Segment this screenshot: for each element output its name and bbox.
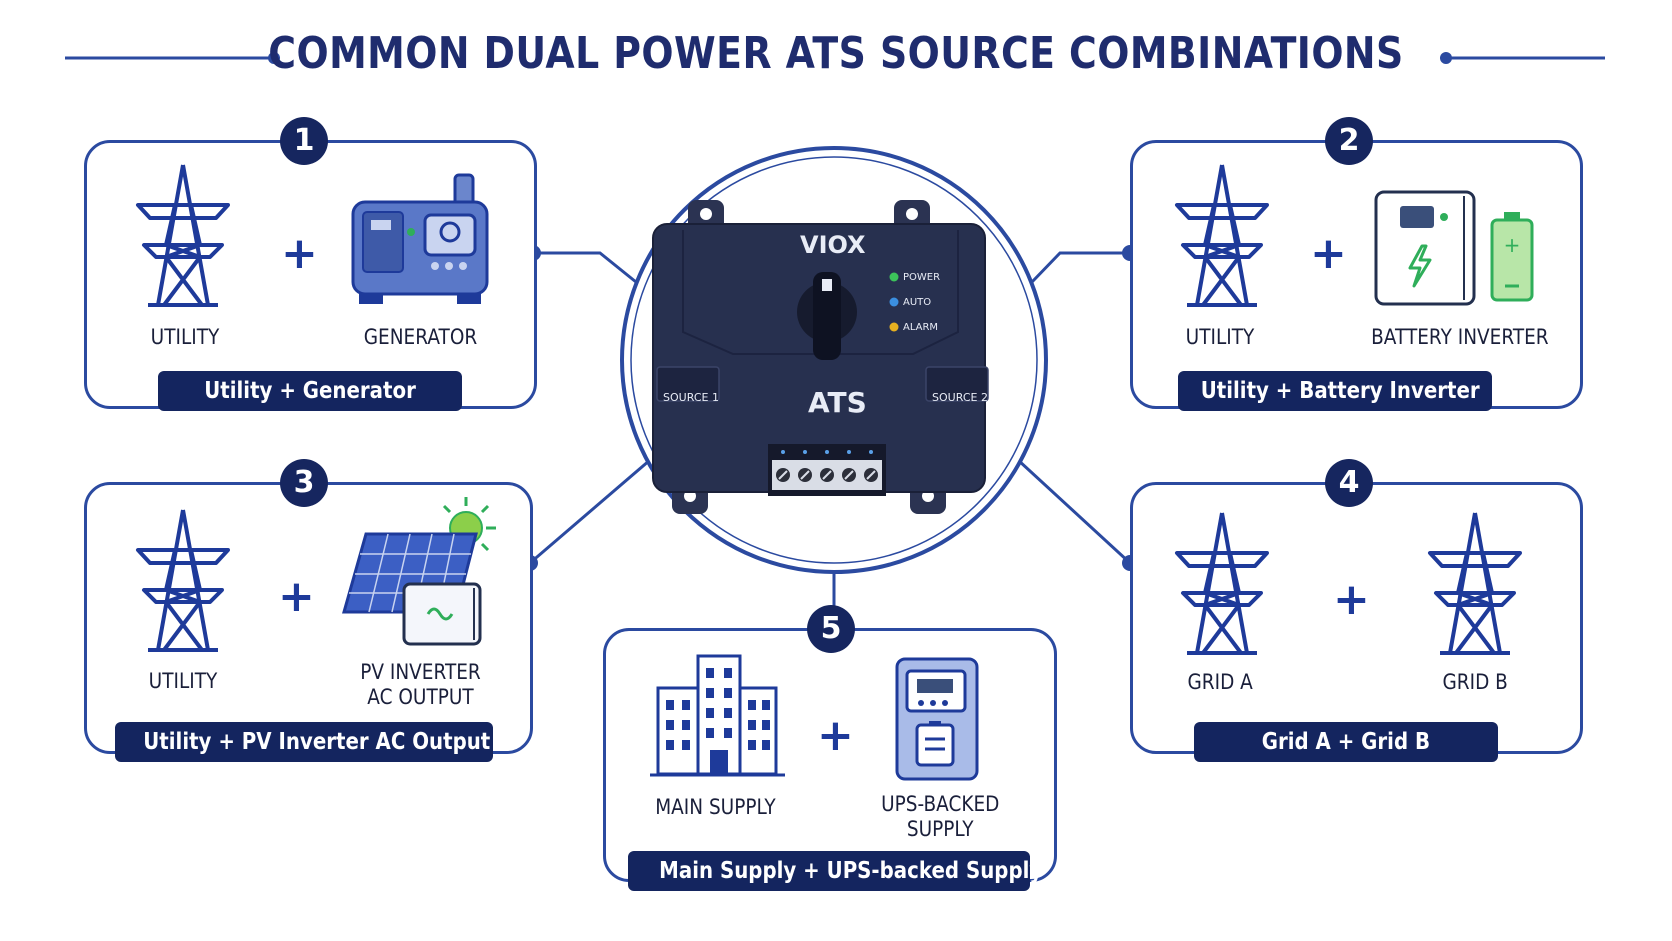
card-5-number-badge: 5	[807, 605, 855, 653]
card-4-right-label: GRID B	[1442, 670, 1508, 694]
page-title: COMMON DUAL POWER ATS SOURCE COMBINATION…	[268, 28, 1404, 79]
card-3-plus: +	[278, 571, 315, 622]
card-1-right-label: GENERATOR	[363, 325, 477, 349]
ats-device-graphic	[620, 146, 1048, 574]
transmission-tower-icon	[1175, 512, 1269, 655]
card-4-number-badge: 4	[1325, 459, 1373, 507]
indicator-power-label: POWER	[903, 272, 941, 283]
source-1-label: SOURCE 1	[663, 391, 719, 404]
source-2-label: SOURCE 2	[932, 391, 988, 404]
transmission-tower-icon	[136, 509, 230, 652]
generator-icon	[351, 173, 489, 304]
card-5-right-label: UPS-BACKED SUPPLY	[880, 792, 1000, 841]
transmission-tower-icon	[1175, 164, 1269, 307]
card-2-plus: +	[1310, 228, 1347, 279]
device-brand: VIOX	[800, 231, 866, 259]
svg-text:+: +	[1504, 233, 1521, 257]
card-2-number-badge: 2	[1325, 117, 1373, 165]
solar-panel-inverter-icon	[342, 497, 496, 646]
card-4-caption: Grid A + Grid B	[1194, 722, 1498, 762]
card-1-number-badge: 1	[280, 117, 328, 165]
card-5-plus: +	[817, 710, 854, 761]
card-1-plus: +	[281, 228, 318, 279]
card-3-caption: Utility + PV Inverter AC Output	[115, 722, 493, 762]
card-3-right-label: PV INVERTER AC OUTPUT	[359, 660, 481, 709]
card-5-caption: Main Supply + UPS-backed Supply	[628, 851, 1042, 891]
transmission-tower-icon	[1428, 512, 1522, 655]
device-name: ATS	[808, 386, 867, 419]
battery-inverter-icon: +	[1374, 190, 1534, 306]
indicator-alarm-label: ALARM	[903, 322, 939, 333]
card-4-plus: +	[1333, 574, 1370, 625]
indicator-auto-label: AUTO	[903, 297, 932, 308]
ups-icon	[895, 657, 979, 781]
card-2-caption: Utility + Battery Inverter	[1178, 371, 1492, 411]
card-3-number-badge: 3	[280, 459, 328, 507]
card-4-left-label: GRID A	[1187, 670, 1253, 694]
card-1-left-label: UTILITY	[150, 325, 220, 349]
transmission-tower-icon	[136, 164, 230, 307]
card-2-left-label: UTILITY	[1185, 325, 1255, 349]
card-2-right-label: BATTERY INVERTER	[1371, 325, 1549, 349]
card-5-left-label: MAIN SUPPLY	[654, 795, 776, 819]
building-icon	[650, 654, 785, 777]
card-3-left-label: UTILITY	[148, 669, 218, 693]
card-1-caption: Utility + Generator	[158, 371, 462, 411]
combination-card-4	[1130, 482, 1583, 754]
